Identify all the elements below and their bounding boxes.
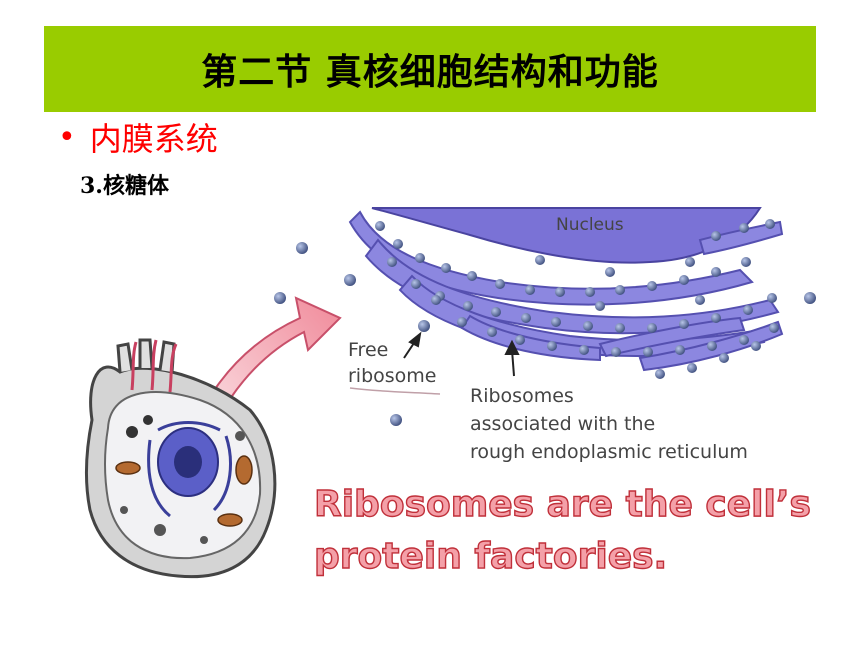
free-ribosomes <box>274 242 816 426</box>
subheading: 3.核糖体 <box>80 173 169 199</box>
caption-line2: protein factories. <box>314 536 667 577</box>
free-label-line2: ribosome <box>348 365 437 387</box>
er-label-line3: rough endoplasmic reticulum <box>470 441 748 463</box>
er-label-line1: Ribosomes <box>470 385 574 407</box>
cell-illustration <box>84 338 277 579</box>
bullet-text: 内膜系统 <box>89 120 218 158</box>
caption-line1: Ribosomes are the cell’s <box>314 484 811 525</box>
title-bar: 第二节 真核细胞结构和功能 <box>44 26 816 112</box>
label-arrows <box>403 331 520 377</box>
free-label-line1: Free <box>348 339 388 361</box>
er-label-line2: associated with the <box>470 413 655 435</box>
slide-title: 第二节 真核细胞结构和功能 <box>201 52 659 93</box>
nucleus-label: Nucleus <box>556 215 624 235</box>
bullet-dot-icon: • <box>58 119 76 155</box>
bullet-item: • 内膜系统 <box>58 114 218 160</box>
er-ribosomes <box>375 219 779 379</box>
